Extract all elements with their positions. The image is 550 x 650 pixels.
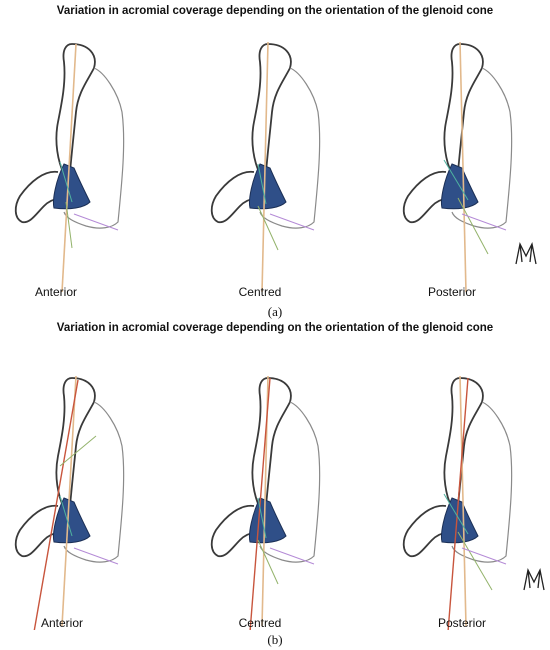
scapula-view-anterior	[14, 43, 125, 293]
scapula-body-outline	[63, 67, 125, 229]
scapula-figure-svg	[14, 41, 537, 293]
teal-line	[257, 163, 267, 205]
scapula-view-centred	[210, 41, 321, 293]
red-axis-line	[447, 377, 469, 630]
author-signature-mark	[523, 568, 545, 591]
cone-axis-line	[261, 41, 269, 293]
teal-line	[443, 159, 469, 201]
teal-line	[59, 495, 73, 537]
purple-line	[73, 213, 119, 231]
purple-line	[73, 547, 119, 565]
figure-row	[0, 22, 550, 304]
acromion-outline	[443, 377, 484, 510]
scapula-body-outline	[259, 67, 321, 229]
glenoid-cone	[249, 163, 287, 210]
teal-line	[257, 497, 267, 539]
scapula-view-centred	[210, 375, 321, 630]
view-caption-posterior: Posterior	[427, 285, 477, 299]
green-line	[457, 197, 489, 255]
scapula-body-outline	[63, 401, 125, 563]
cone-axis-line	[61, 43, 77, 293]
acromion-outline	[251, 377, 292, 510]
view-caption-anterior: Anterior	[34, 285, 78, 299]
coracoid-outline	[402, 170, 451, 224]
panel-title: Variation in acromial coverage depending…	[56, 5, 494, 17]
teal-line	[59, 161, 73, 203]
coracoid-outline	[210, 170, 259, 224]
acromion-outline	[443, 43, 484, 176]
red-axis-line	[249, 377, 271, 630]
figure-row	[0, 346, 550, 630]
teal-line	[443, 493, 469, 535]
view-caption-posterior: Posterior	[437, 616, 487, 630]
scapula-body-outline	[451, 67, 513, 229]
panel-a: Variation in acromial coverage depending…	[0, 0, 550, 322]
view-caption-centred: Centred	[238, 616, 282, 630]
coracoid-outline	[210, 504, 259, 558]
scapula-body-outline	[451, 401, 513, 563]
acromion-outline	[251, 43, 292, 176]
panel-title: Variation in acromial coverage depending…	[56, 322, 494, 334]
cone-axis-line	[459, 41, 467, 293]
view-caption-centred: Centred	[238, 285, 282, 299]
green-line	[457, 531, 493, 591]
scapula-view-anterior	[14, 375, 125, 630]
green-line	[257, 205, 279, 251]
glenoid-cone	[53, 497, 91, 544]
author-signature-mark	[515, 242, 537, 265]
panel-label: (a)	[267, 304, 283, 319]
green-line	[65, 201, 73, 249]
panel-label: (b)	[267, 632, 283, 647]
glenoid-cone	[53, 163, 91, 210]
panel-b: Variation in acromial coverage depending…	[0, 322, 550, 650]
coracoid-outline	[402, 504, 451, 558]
red-axis-line	[33, 379, 79, 630]
scapula-body-outline	[259, 401, 321, 563]
green-line	[257, 539, 279, 585]
view-caption-anterior: Anterior	[40, 616, 84, 630]
cone-axis-line	[61, 375, 77, 627]
purple-line	[269, 213, 315, 231]
scapula-figure-svg	[14, 375, 545, 630]
purple-line	[269, 547, 315, 565]
cone-axis-line	[459, 375, 467, 627]
coracoid-outline	[14, 504, 63, 558]
glenoid-cone	[249, 497, 287, 544]
green-line	[59, 435, 97, 467]
purple-line	[461, 213, 507, 231]
coracoid-outline	[14, 170, 63, 224]
scapula-view-posterior	[402, 41, 513, 293]
purple-line	[461, 547, 507, 565]
scapula-view-posterior	[402, 375, 513, 630]
